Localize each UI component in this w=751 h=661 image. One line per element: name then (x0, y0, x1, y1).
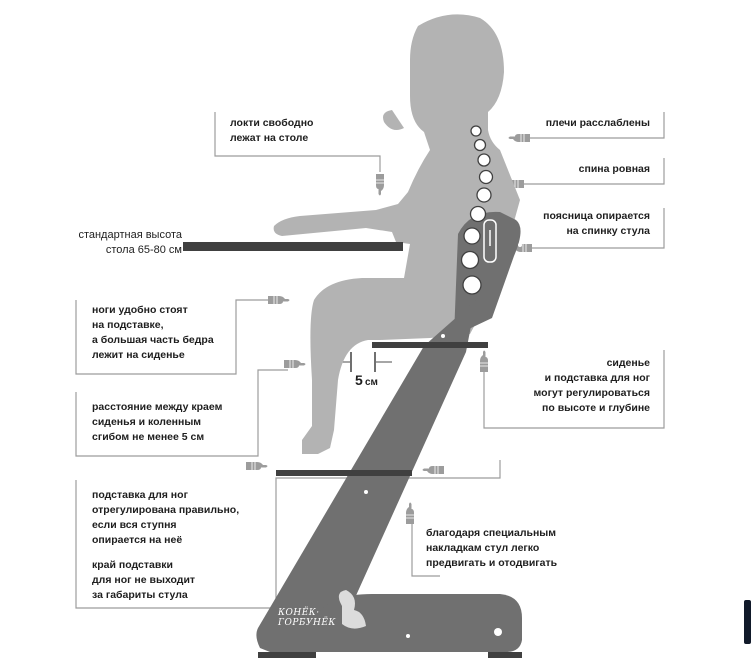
child-silhouette (273, 14, 520, 455)
pointing-hand-icon (283, 359, 306, 369)
note-shoulders: плечи расслаблены (545, 117, 650, 129)
note-feet: ноги удобно стоят на подставке, а больша… (92, 304, 214, 361)
gap-value: 5 (355, 372, 363, 388)
callout-line-back (510, 158, 665, 185)
vertebra-circle-icon (470, 125, 482, 137)
brand-logo: КОНЁК· ГОРБУНЁК (278, 608, 336, 628)
spine (460, 125, 494, 295)
gap-unit: см (365, 377, 378, 388)
vertebra-circle-icon (462, 275, 482, 295)
child-body (273, 14, 520, 455)
pointing-hand-icon (479, 350, 489, 373)
pointing-hand-icon (245, 461, 268, 471)
callout-line-glides (411, 522, 440, 577)
note-back: спина ровная (578, 163, 650, 175)
callout-line-footrest (75, 460, 501, 609)
callout-line-shoulders (520, 112, 665, 139)
note-table-height: стандартная высота стола 65-80 см (78, 229, 182, 256)
pointing-hand-icon (508, 133, 531, 143)
vertebra-circle-icon (469, 205, 487, 223)
chair-base (316, 594, 522, 652)
callout-line-knee (75, 369, 288, 457)
chair-foot-left (258, 652, 316, 658)
note-footrest-ok: подставка для ног отрегулирована правиль… (92, 489, 240, 546)
lumbar-slot (483, 219, 497, 263)
vertebra-circle-icon (463, 227, 481, 245)
note-lumbar: поясница опирается на спинку стула (543, 210, 650, 237)
callout-line-elbows (214, 112, 381, 172)
vertebra-circle-icon (478, 169, 494, 185)
vertebra-circle-icon (460, 250, 480, 270)
chair (256, 211, 522, 652)
table-top (183, 242, 403, 251)
vertebra-circle-icon (473, 138, 487, 152)
note-adjustable: сиденье и подставка для ног могут регули… (533, 357, 650, 414)
footrest-bar (276, 470, 412, 476)
logo-line-1: КОНЁК· (278, 608, 320, 618)
edge-artifact (744, 600, 751, 644)
note-knee-gap: расстояние между краем сиденья и коленны… (92, 401, 223, 443)
callout-line-feet (75, 299, 268, 375)
note-footrest-edge: край подставки для ног не выходит за габ… (92, 559, 196, 601)
pointing-hand-icon (422, 465, 445, 475)
pointing-hand-icon (267, 295, 290, 305)
pointing-hand-icon (405, 502, 415, 525)
callout-line-adjustable (483, 350, 665, 429)
callout-lines (75, 112, 665, 609)
seat-bar (372, 342, 488, 348)
logo-squirrel (338, 590, 366, 629)
vertebra-circle-icon (477, 153, 491, 167)
chair-foot-right (488, 652, 522, 658)
vertebra-circle-icon (476, 187, 492, 203)
frame-bolts (364, 243, 522, 638)
note-elbows: локти свободно лежат на столе (230, 117, 314, 144)
child-ear (383, 110, 404, 130)
logo-line-2: ГОРБУНЁК (278, 618, 336, 628)
pointing-hand-icon (375, 173, 385, 196)
note-glides: благодаря специальным накладкам стул лег… (426, 527, 558, 569)
callout-line-lumbar (520, 208, 665, 249)
